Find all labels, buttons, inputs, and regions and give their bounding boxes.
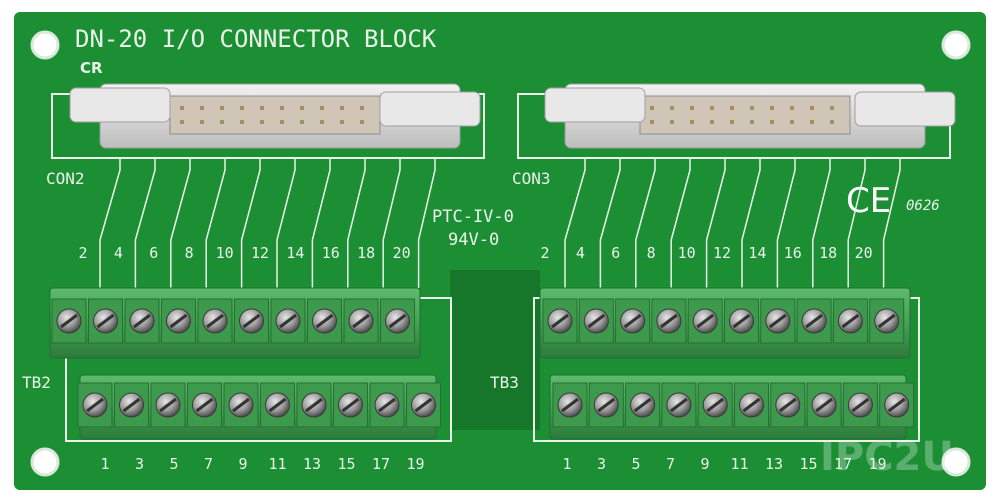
pin-label-right-odd-5: 5 <box>631 455 640 473</box>
pin-label-left-even-14: 14 <box>286 244 304 262</box>
screw-tb3-top-1 <box>542 298 578 344</box>
con3-label: CON3 <box>512 169 551 188</box>
screw-tb2-bottom-10 <box>406 382 441 428</box>
connector-con3 <box>544 83 956 149</box>
pin-label-right-even-6: 6 <box>611 244 620 262</box>
screw-tb3-bottom-8 <box>806 382 842 428</box>
tb3-label: TB3 <box>490 373 519 392</box>
pin-label-right-even-16: 16 <box>784 244 802 262</box>
pin-label-left-even-12: 12 <box>251 244 269 262</box>
screw-tb2-top-3 <box>124 298 160 344</box>
screw-tb2-top-10 <box>380 298 415 344</box>
screw-tb2-bottom-8 <box>333 382 368 428</box>
ce-mark: CE <box>846 181 891 221</box>
pin-label-left-even-8: 8 <box>185 244 194 262</box>
screw-tb2-bottom-2 <box>114 382 149 428</box>
pin-label-left-odd-3: 3 <box>135 455 144 473</box>
pin-label-right-even-8: 8 <box>647 244 656 262</box>
screw-tb3-top-5 <box>687 298 723 344</box>
screw-tb3-bottom-7 <box>770 382 806 428</box>
screw-tb3-top-9 <box>832 298 868 344</box>
screw-tb2-top-1 <box>51 298 87 344</box>
pin-label-right-odd-9: 9 <box>700 455 709 473</box>
pin-label-left-odd-11: 11 <box>268 455 286 473</box>
pin-label-right-even-18: 18 <box>819 244 837 262</box>
screw-tb3-bottom-1 <box>552 382 588 428</box>
pin-label-left-even-2: 2 <box>78 244 87 262</box>
screw-tb3-top-3 <box>615 298 651 344</box>
screw-tb3-top-8 <box>796 298 832 344</box>
pin-label-left-even-16: 16 <box>322 244 340 262</box>
tb2-label: TB2 <box>22 373 51 392</box>
screw-tb3-top-7 <box>760 298 796 344</box>
con2-label: CON2 <box>46 169 85 188</box>
screw-tb3-bottom-9 <box>842 382 878 428</box>
screw-tb2-bottom-4 <box>187 382 222 428</box>
screw-tb3-bottom-2 <box>588 382 624 428</box>
screw-tb2-top-7 <box>270 298 306 344</box>
pin-label-right-odd-19: 19 <box>868 455 886 473</box>
pin-label-left-even-18: 18 <box>357 244 375 262</box>
pin-label-right-even-10: 10 <box>678 244 696 262</box>
pin-label-left-even-6: 6 <box>149 244 158 262</box>
pin-label-right-odd-1: 1 <box>562 455 571 473</box>
pin-label-right-odd-7: 7 <box>666 455 675 473</box>
pin-label-right-even-12: 12 <box>713 244 731 262</box>
screw-tb2-bottom-5 <box>223 382 259 428</box>
pin-label-left-odd-9: 9 <box>238 455 247 473</box>
pin-label-left-odd-19: 19 <box>406 455 424 473</box>
screw-tb2-top-4 <box>161 298 196 344</box>
screw-tb3-top-6 <box>724 298 759 344</box>
pin-label-right-odd-17: 17 <box>834 455 852 473</box>
screw-tb2-top-8 <box>307 298 342 344</box>
cert-line1: PTC-IV-0 <box>432 207 514 227</box>
trace-lines <box>99 158 901 288</box>
pin-label-right-even-20: 20 <box>855 244 873 262</box>
screw-tb3-bottom-4 <box>661 382 697 428</box>
pin-label-right-odd-15: 15 <box>799 455 817 473</box>
board-title: DN-20 I/O CONNECTOR BLOCK <box>75 25 437 53</box>
screw-tb2-top-5 <box>197 298 233 344</box>
screw-tb2-top-2 <box>88 298 123 344</box>
pin-label-left-odd-5: 5 <box>169 455 178 473</box>
mounting-holes <box>30 30 971 477</box>
screw-tb2-bottom-6 <box>260 382 295 428</box>
pin-label-left-odd-17: 17 <box>372 455 390 473</box>
pin-label-left-even-4: 4 <box>114 244 123 262</box>
cr-mark: CR <box>80 59 103 77</box>
screw-tb2-bottom-3 <box>150 382 186 428</box>
pin-label-right-odd-3: 3 <box>597 455 606 473</box>
screw-tb3-bottom-3 <box>625 382 661 428</box>
pin-label-right-even-2: 2 <box>540 244 549 262</box>
pin-label-left-odd-1: 1 <box>100 455 109 473</box>
pin-label-right-even-14: 14 <box>748 244 766 262</box>
screw-tb2-top-6 <box>234 298 269 344</box>
pin-label-right-even-4: 4 <box>576 244 585 262</box>
screw-tb2-bottom-9 <box>369 382 405 428</box>
pin-label-left-even-10: 10 <box>216 244 234 262</box>
pin-label-left-odd-13: 13 <box>303 455 321 473</box>
screw-tb3-bottom-6 <box>734 382 769 428</box>
pin-label-right-odd-11: 11 <box>730 455 748 473</box>
connector-pins <box>180 106 834 124</box>
pin-label-left-odd-15: 15 <box>337 455 355 473</box>
screw-tb3-top-10 <box>869 298 905 344</box>
screw-tb3-bottom-5 <box>697 382 733 428</box>
screw-tb3-top-4 <box>651 298 687 344</box>
screw-tb2-top-9 <box>343 298 379 344</box>
screw-tb2-bottom-7 <box>296 382 332 428</box>
pin-label-right-odd-13: 13 <box>765 455 783 473</box>
screw-tb2-bottom-1 <box>77 382 113 428</box>
pin-label-left-even-20: 20 <box>393 244 411 262</box>
ce-number: 0626 <box>906 198 940 214</box>
screw-tb3-bottom-10 <box>879 382 915 428</box>
cert-line2: 94V-0 <box>448 230 499 250</box>
connector-con2 <box>69 83 481 149</box>
pcb-shadow <box>450 270 540 430</box>
screw-tb3-top-2 <box>578 298 614 344</box>
pin-label-left-odd-7: 7 <box>204 455 213 473</box>
terminal-screws <box>51 298 915 428</box>
